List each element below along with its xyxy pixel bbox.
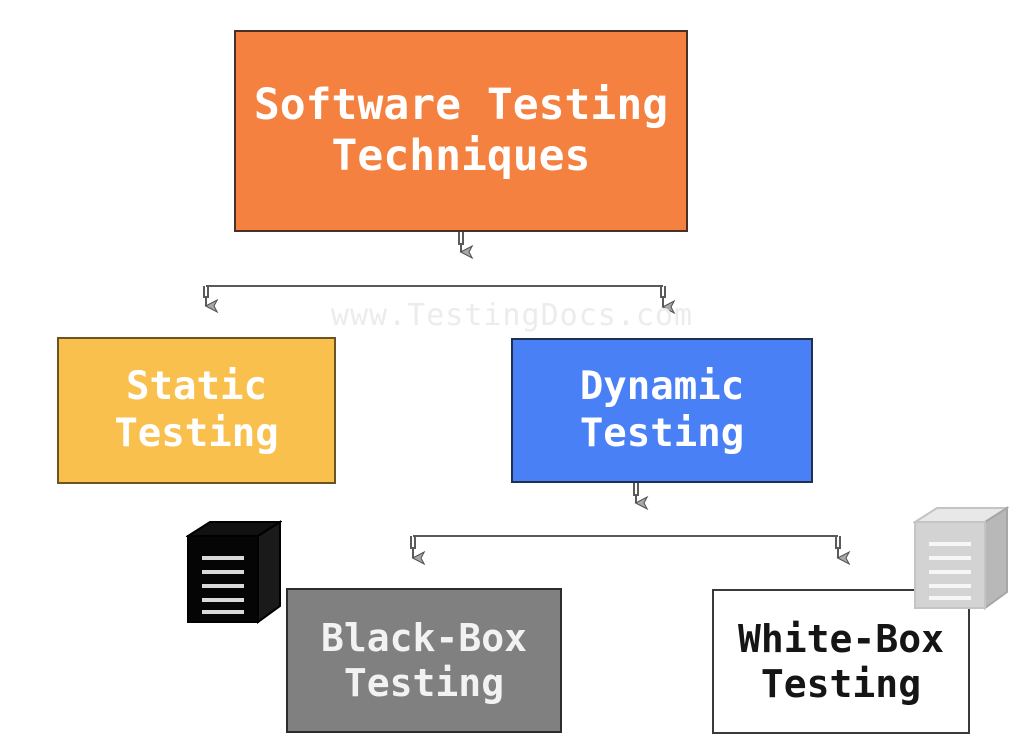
edge-dynamic-to-whitebox bbox=[835, 536, 840, 558]
edge-root-to-static bbox=[203, 286, 208, 306]
edge-root-to-dynamic bbox=[660, 286, 665, 307]
watermark-text: www.TestingDocs.com bbox=[330, 298, 694, 333]
white-box-cube-icon bbox=[913, 506, 1009, 610]
edge-dynamic-to-blackbox bbox=[410, 536, 415, 558]
node-static-testing[interactable]: Static Testing bbox=[57, 337, 336, 484]
node-software-testing-techniques[interactable]: Software Testing Techniques bbox=[234, 30, 688, 232]
node-dynamic-testing[interactable]: Dynamic Testing bbox=[511, 338, 813, 483]
black-box-cube-icon bbox=[186, 520, 282, 624]
edge-root-stub bbox=[458, 232, 463, 252]
node-black-box-testing[interactable]: Black-Box Testing bbox=[286, 588, 562, 733]
node-white-box-testing[interactable]: White-Box Testing bbox=[712, 589, 970, 734]
edge-dynamic-stub bbox=[633, 483, 638, 503]
